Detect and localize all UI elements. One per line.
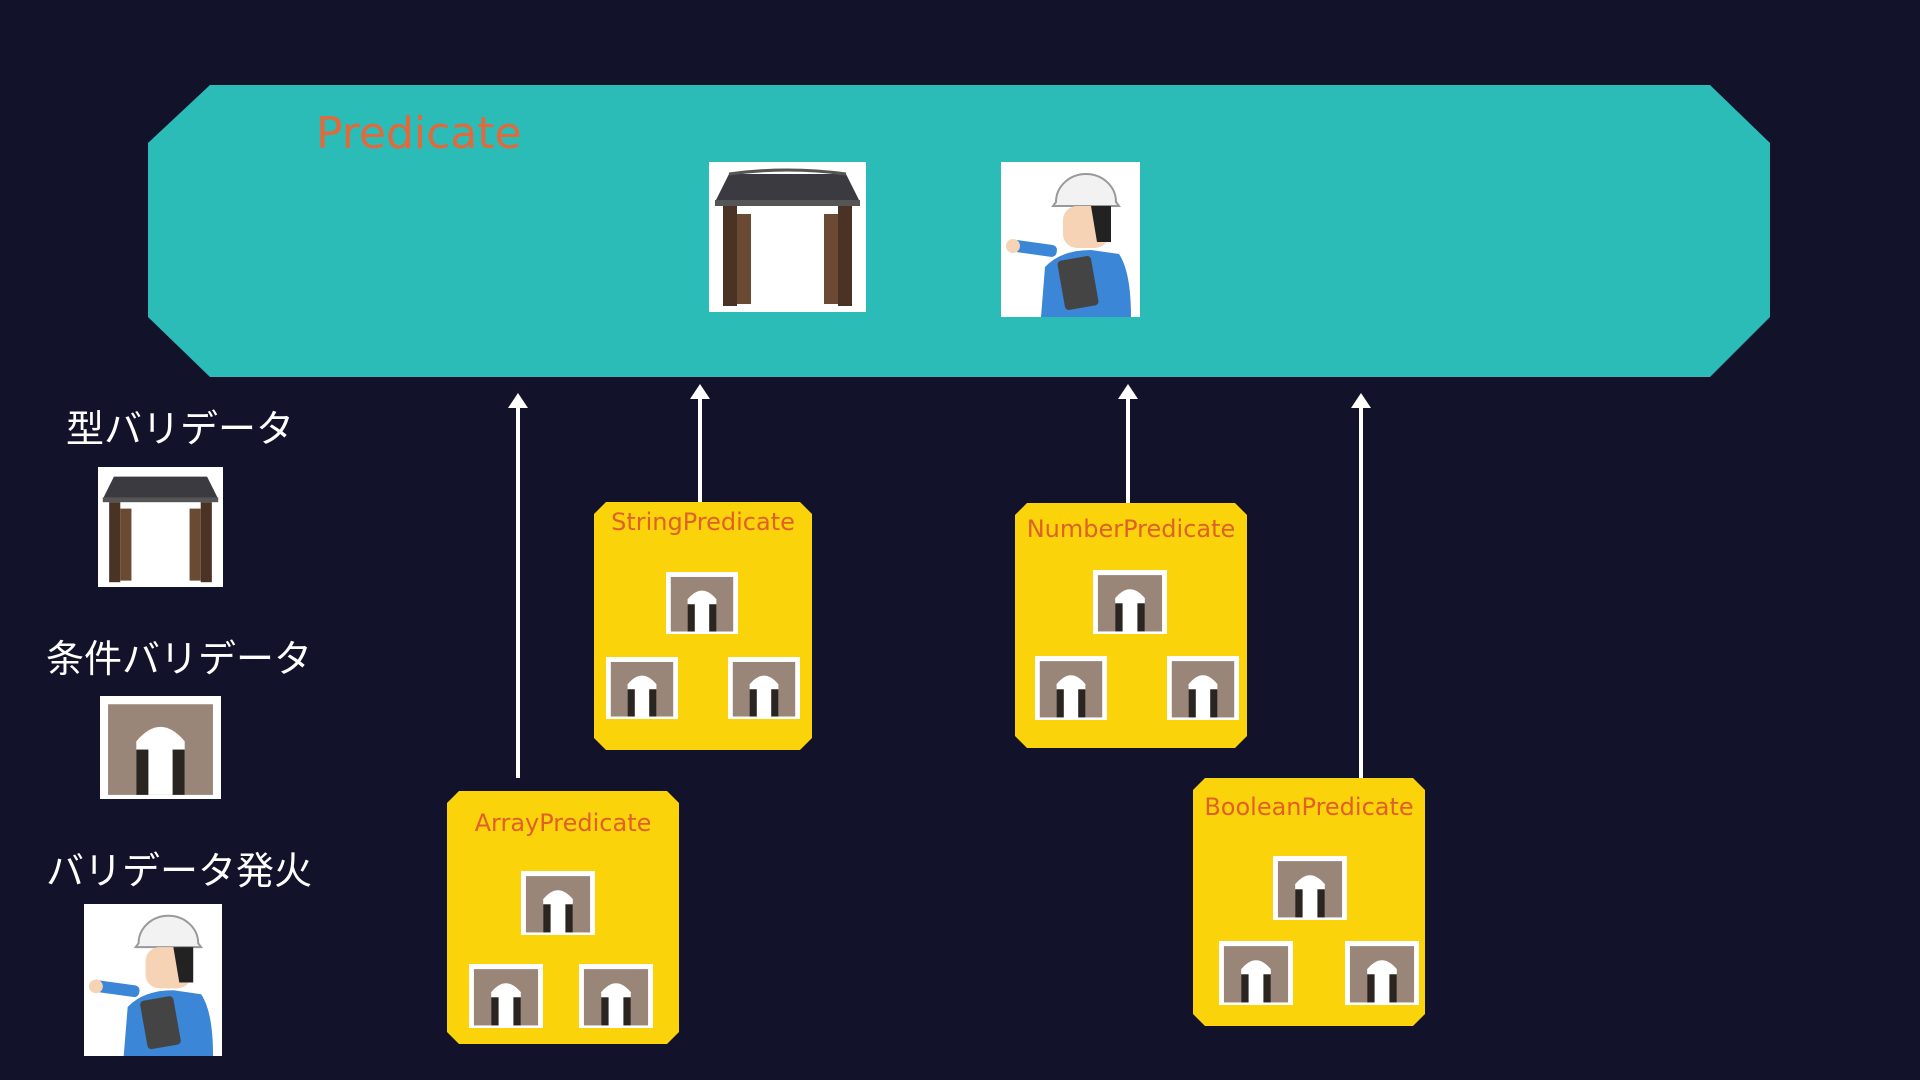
array-predicate-label: ArrayPredicate [474, 809, 652, 837]
legend-condition-validator-label: 条件バリデータ [46, 637, 313, 681]
arrowhead-boolean [1351, 393, 1371, 408]
stone-arch-icon [100, 696, 221, 799]
arrowhead-array [508, 393, 528, 408]
stone-arch-icon [1035, 656, 1107, 720]
stone-arch-icon [728, 657, 800, 719]
inspector-icon [84, 904, 222, 1056]
arrowhead-string [690, 384, 710, 399]
predicate-container [148, 85, 1770, 377]
gate-icon [98, 467, 223, 587]
string-predicate-box: StringPredicate [594, 502, 812, 750]
arrows [508, 384, 1371, 780]
stone-arch-icon [1219, 941, 1293, 1005]
number-predicate-box: NumberPredicate [1015, 503, 1247, 748]
legend-type-validator-label: 型バリデータ [66, 407, 295, 451]
array-predicate-box: ArrayPredicate [447, 791, 679, 1044]
legend-validator-fire-label: バリデータ発火 [46, 849, 313, 893]
arrowhead-number [1118, 384, 1138, 399]
stone-arch-icon [579, 964, 653, 1028]
stone-arch-icon [606, 657, 678, 719]
stone-arch-icon [521, 871, 595, 935]
boolean-predicate-box: BooleanPredicate [1193, 778, 1425, 1026]
stone-arch-icon [1093, 570, 1167, 634]
gate-icon [709, 162, 866, 312]
stone-arch-icon [1167, 656, 1239, 720]
stone-arch-icon [1273, 856, 1347, 920]
inspector-icon [1001, 162, 1140, 317]
stone-arch-icon [1345, 941, 1419, 1005]
number-predicate-label: NumberPredicate [1026, 515, 1236, 543]
predicate-title: Predicate [316, 108, 522, 159]
stone-arch-icon [469, 964, 543, 1028]
string-predicate-label: StringPredicate [611, 508, 795, 536]
stone-arch-icon [666, 572, 738, 634]
boolean-predicate-label: BooleanPredicate [1204, 793, 1414, 821]
